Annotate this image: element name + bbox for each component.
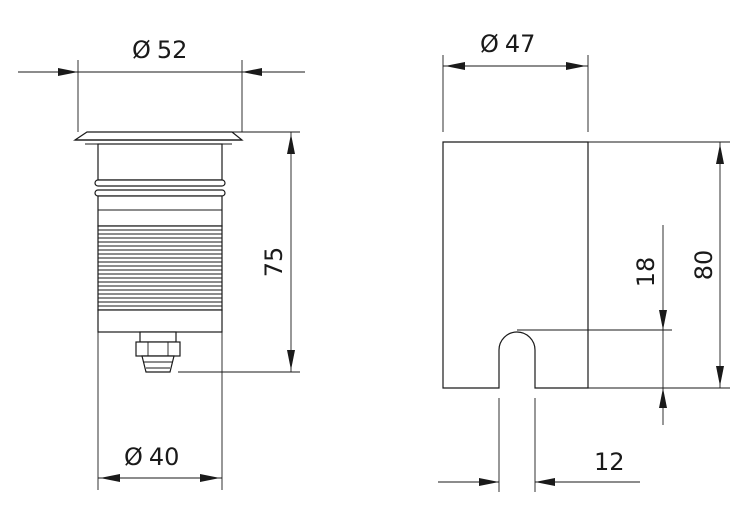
dimension-body-height: 75 — [178, 131, 300, 373]
body-height-label: 75 — [260, 247, 288, 278]
luminaire-ribs — [98, 229, 222, 307]
luminaire-ribbed-body — [97, 225, 223, 311]
bracket-outline — [442, 141, 589, 389]
dimension-slot-depth: 18 — [517, 225, 672, 425]
slot-depth-label: 18 — [632, 257, 660, 288]
bracket-front-view — [442, 141, 589, 389]
cable-gland — [135, 331, 181, 373]
luminaire-flange — [73, 131, 244, 141]
bracket-height-label: 80 — [690, 250, 718, 281]
luminaire-collar — [97, 143, 223, 181]
dimension-slot-width: 12 — [438, 398, 640, 492]
slot-width-label: 12 — [594, 448, 625, 476]
dimension-bracket-height: 80 — [588, 141, 730, 389]
luminaire-side-view — [73, 131, 244, 373]
